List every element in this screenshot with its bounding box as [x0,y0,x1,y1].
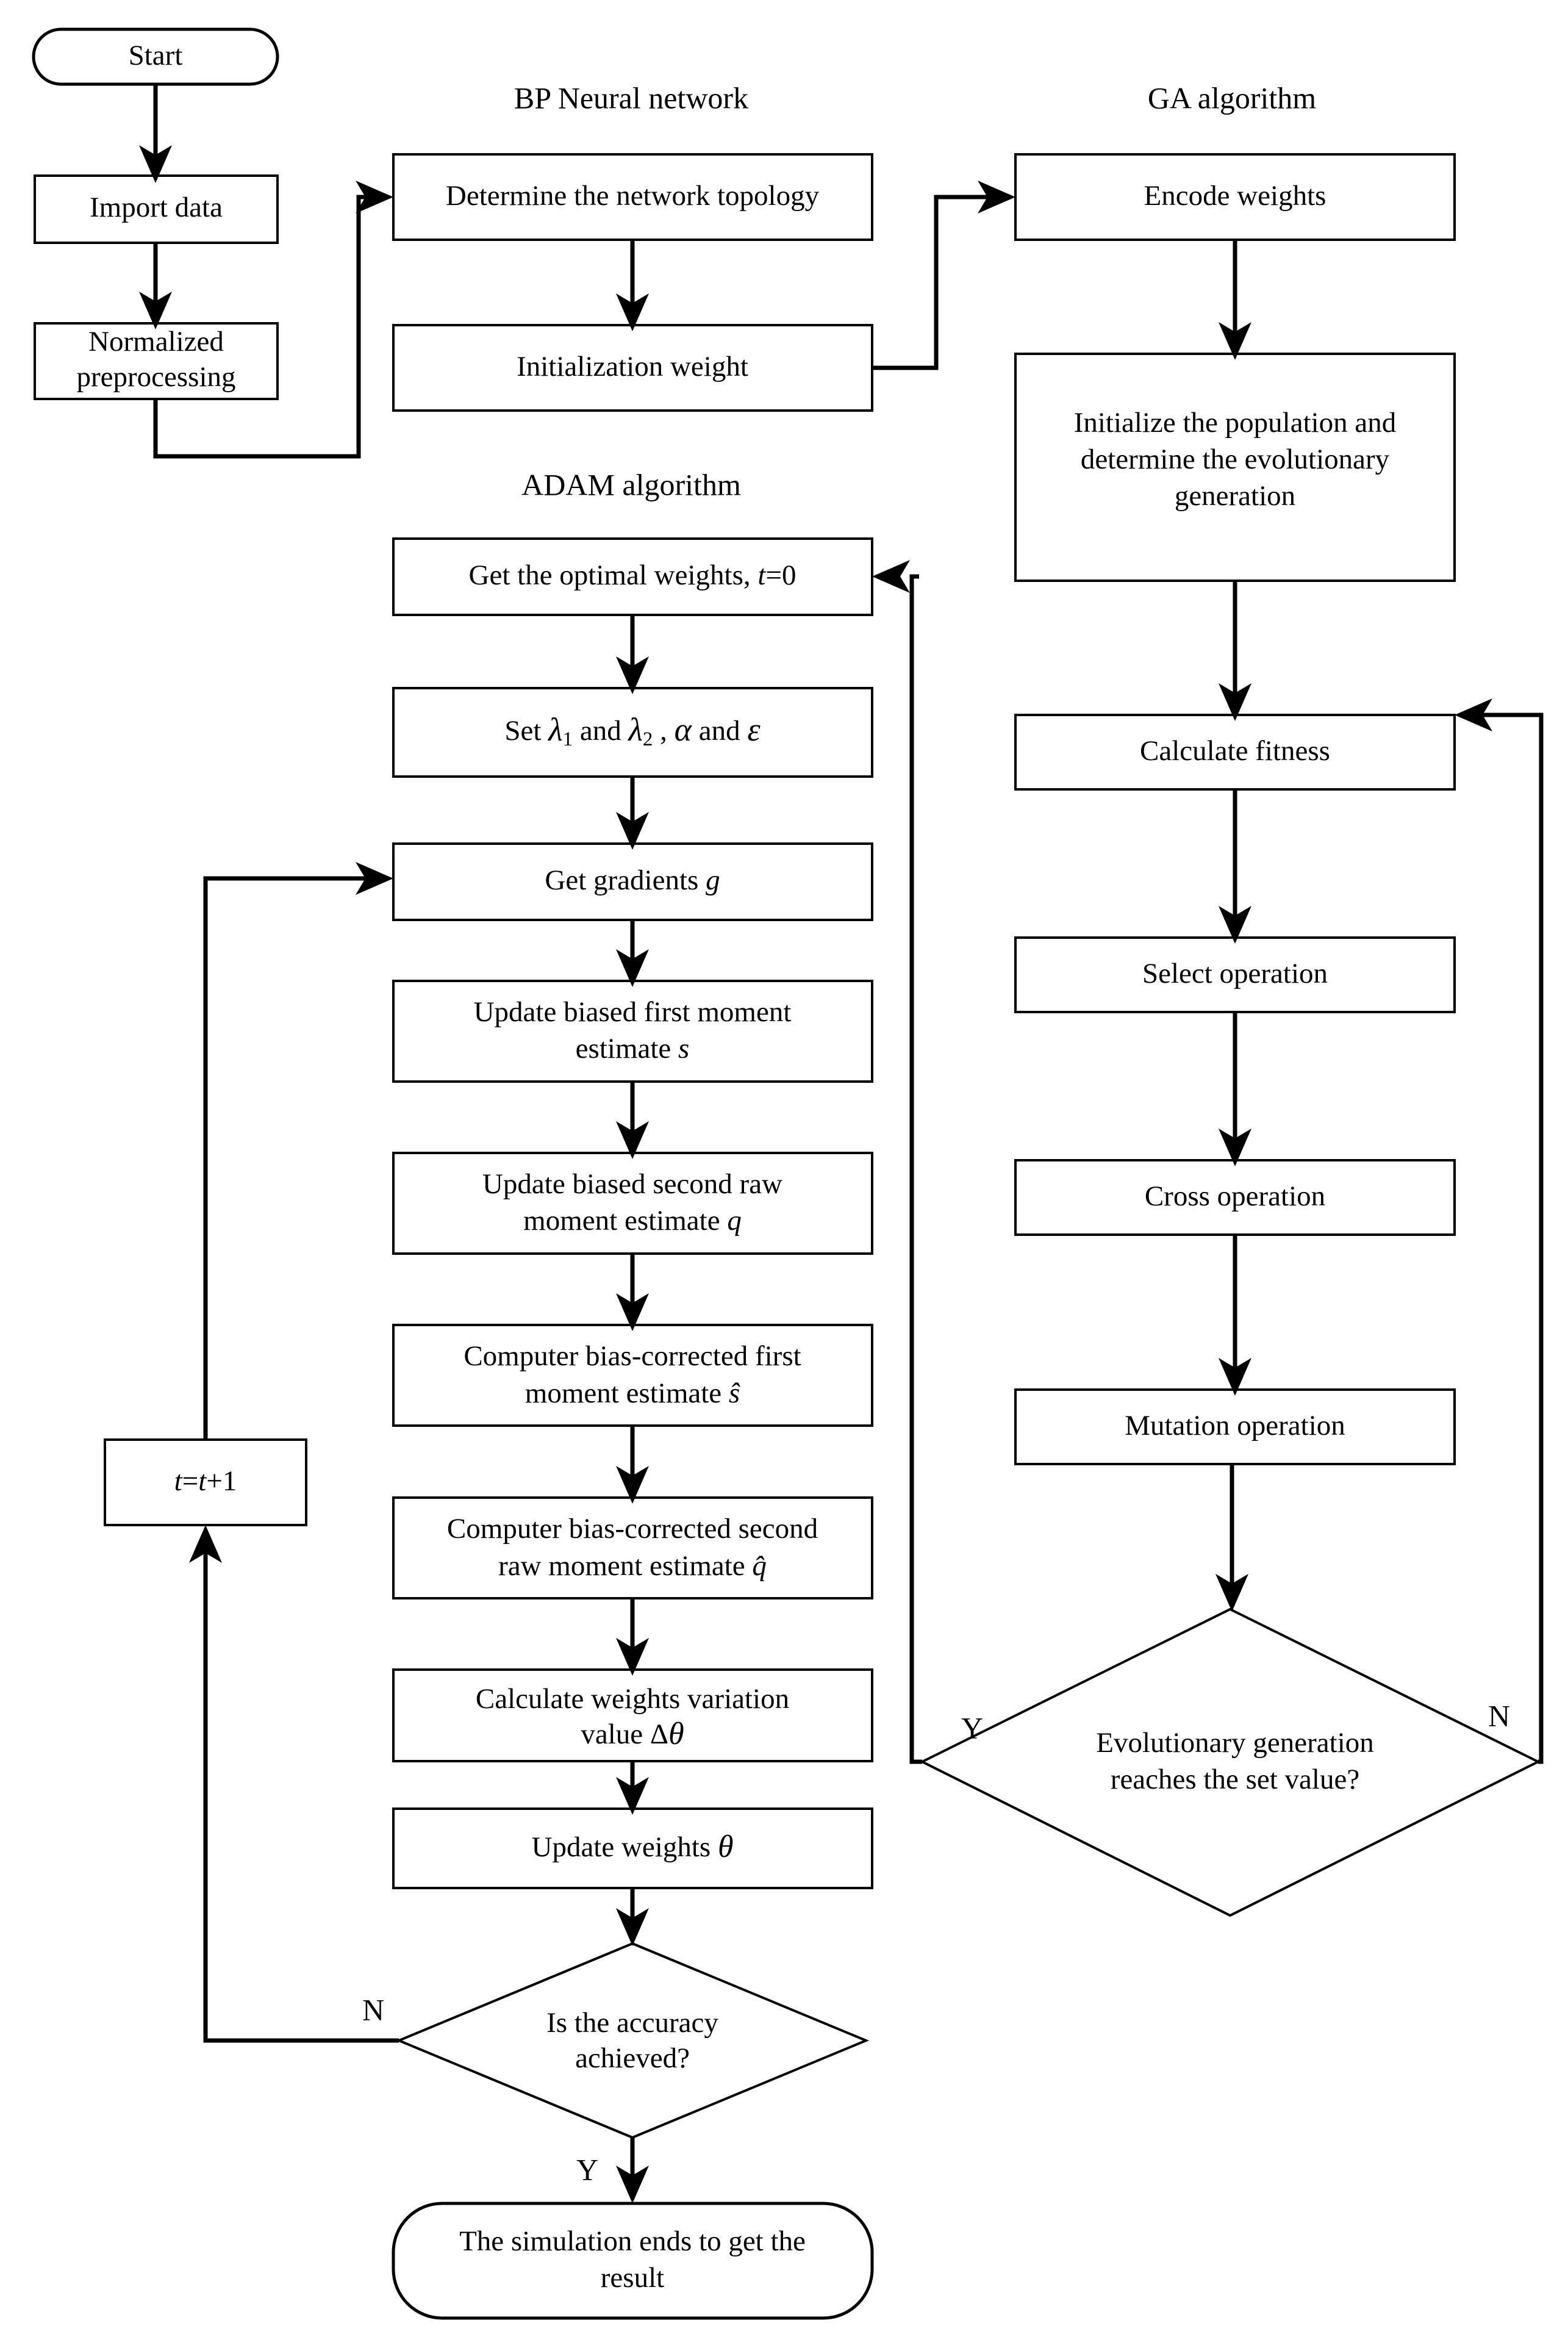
node-increment-t-label: t=t+1 [174,1465,237,1497]
node-end-line2: result [601,2262,664,2294]
edge-calculate-variation-to-update-weights [616,1761,649,1815]
node-bias-corrected-second-line1: Computer bias-corrected second [447,1513,818,1545]
node-initialize-population-line1: Initialize the population and [1074,407,1397,439]
edge-normalized-to-determine-topology [153,181,393,459]
node-evolutionary-generation-decision[interactable] [919,1607,1541,1917]
branch-label-accuracy-yes: Y [576,2152,598,2186]
edge-start-to-import-data [139,84,172,183]
node-update-weights[interactable] [392,1807,873,1889]
edge-get-optimal-weights-to-set-hyperparameters [616,615,649,694]
node-mutation-operation-label: Mutation operation [1125,1410,1345,1441]
edge-update-second-to-bias-corrected-first [616,1254,649,1331]
edge-evolutionary-no-to-calculate-fitness [1455,698,1544,1764]
node-initialization-weight[interactable] [392,324,873,412]
node-update-first-moment[interactable] [392,980,873,1083]
edge-accuracy-no-to-increment-t [189,1525,399,2043]
edge-initialize-population-to-calculate-fitness [1219,581,1251,721]
node-get-optimal-weights-label: Get the optimal weights, t=0 [469,559,797,591]
edge-initialization-to-encode-weights [872,181,1015,370]
node-select-operation-label: Select operation [1142,958,1328,989]
node-calculate-weights-variation[interactable] [392,1668,873,1762]
node-accuracy-decision-line2: achieved? [575,2042,690,2074]
node-set-hyperparameters[interactable] [392,687,873,778]
node-bias-corrected-first-line2: moment estimate ŝ [525,1377,740,1409]
edge-update-weights-to-accuracy-decision [616,1888,649,1946]
node-normalized-preprocessing-line1: Normalized [88,326,224,357]
edge-select-operation-to-cross-operation [1219,1012,1251,1166]
node-update-second-moment-line1: Update biased second raw [482,1168,782,1200]
edge-bias-corrected-second-to-calculate-variation [616,1598,649,1676]
edge-determine-topology-to-initialization [616,240,649,331]
node-bias-corrected-second[interactable] [392,1496,873,1599]
section-title-ga: GA algorithm [1148,81,1316,115]
node-evolutionary-generation-line1: Evolutionary generation [1096,1727,1374,1759]
branch-label-ga-yes: Y [961,1711,983,1745]
edge-set-hyperparameters-to-get-gradients [616,777,649,850]
edge-encode-to-initialize-population [1219,240,1251,360]
node-mutation-operation[interactable] [1014,1388,1456,1465]
node-initialize-population-line2: determine the evolutionary [1081,443,1390,475]
node-import-data[interactable] [34,174,279,244]
node-get-gradients-label: Get gradients g [545,864,720,896]
node-initialization-weight-label: Initialization weight [517,351,748,382]
node-calculate-fitness-label: Calculate fitness [1140,735,1330,767]
node-determine-network-topology-label: Determine the network topology [446,180,820,212]
node-set-hyperparameters-label: Set λ1 and λ2 , α and ε [504,711,761,750]
node-bias-corrected-first-line1: Computer bias-corrected first [464,1340,801,1372]
branch-label-ga-no: N [1488,1698,1510,1732]
node-normalized-preprocessing-line2: preprocessing [76,361,235,393]
node-evolutionary-generation-line2: reaches the set value? [1111,1764,1359,1795]
node-end[interactable] [392,2202,874,2320]
node-update-first-moment-line2: estimate s [576,1033,690,1064]
node-encode-weights-label: Encode weights [1144,180,1326,212]
node-increment-t[interactable] [104,1438,307,1526]
node-accuracy-decision[interactable] [395,1942,870,2139]
edge-evolutionary-yes-to-get-optimal-weights [872,560,922,1764]
section-title-bp: BP Neural network [514,81,748,115]
edge-update-first-to-update-second [616,1082,649,1159]
edge-mutation-to-evolutionary-decision [1215,1464,1248,1612]
node-initialize-population-line3: generation [1175,480,1295,512]
edge-cross-operation-to-mutation-operation [1219,1235,1251,1396]
branch-label-accuracy-no: N [362,1992,384,2026]
node-calculate-weights-variation-line1: Calculate weights variation [476,1683,789,1715]
node-encode-weights[interactable] [1014,153,1456,241]
node-cross-operation-label: Cross operation [1145,1180,1325,1212]
edge-calculate-fitness-to-select-operation [1219,789,1251,944]
node-end-line1: The simulation ends to get the [459,2225,806,2257]
node-update-first-moment-line1: Update biased first moment [474,996,792,1028]
section-title-adam: ADAM algorithm [521,467,741,501]
node-update-weights-label: Update weights θ [532,1829,734,1864]
node-calculate-fitness[interactable] [1014,714,1456,791]
node-bias-corrected-second-line2: raw moment estimate q̂ [498,1550,767,1582]
node-import-data-label: Import data [90,192,223,223]
edge-bias-corrected-first-to-second [616,1426,649,1504]
node-update-second-moment-line2: moment estimate q [523,1205,742,1237]
node-start-label: Start [129,40,183,71]
node-get-gradients[interactable] [392,842,873,921]
node-accuracy-decision-line1: Is the accuracy [546,2007,718,2039]
node-calculate-weights-variation-line2: value Δθ [581,1717,684,1751]
node-initialize-population[interactable] [1014,353,1456,582]
edge-import-data-to-normalized [139,243,172,329]
edge-get-gradients-to-update-first-moment [616,920,649,987]
node-select-operation[interactable] [1014,936,1456,1013]
edge-accuracy-yes-to-end [616,2138,649,2203]
node-cross-operation[interactable] [1014,1159,1456,1236]
edge-increment-t-to-get-gradients [203,862,393,1440]
